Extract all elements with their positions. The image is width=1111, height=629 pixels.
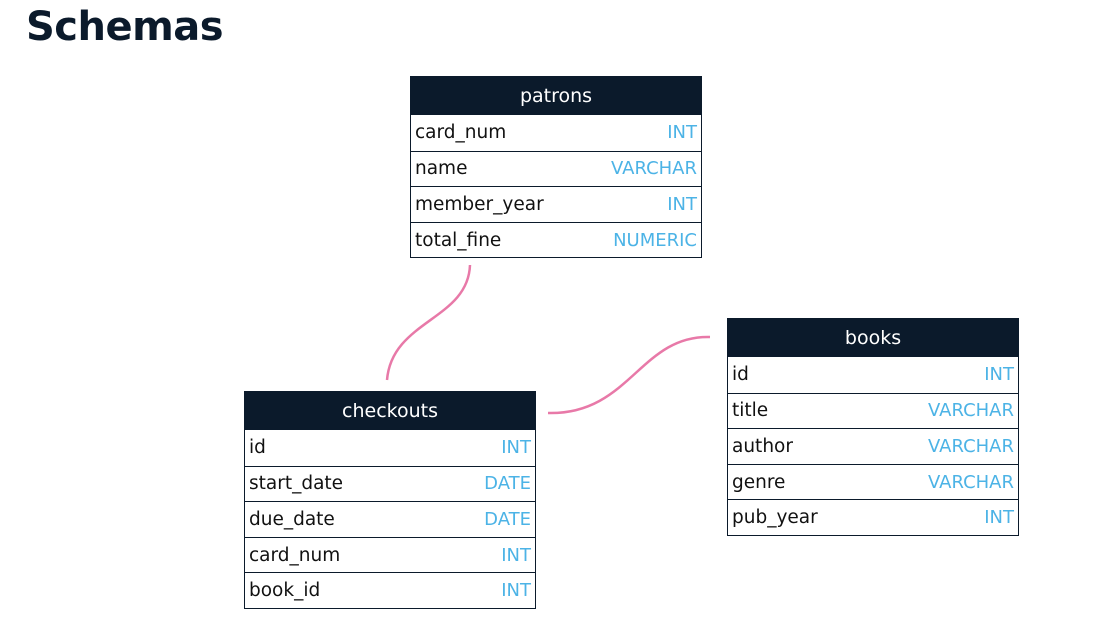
column-name: genre: [732, 471, 786, 493]
column-type: INT: [501, 437, 531, 459]
table-row: book_id INT: [245, 572, 535, 608]
column-type: VARCHAR: [927, 471, 1014, 493]
connector-patrons-checkouts: [385, 264, 472, 381]
connector-checkouts-books: [547, 335, 711, 415]
column-type: VARCHAR: [610, 158, 697, 180]
column-type: NUMERIC: [613, 229, 697, 251]
column-type: INT: [667, 193, 697, 215]
column-name: id: [249, 437, 266, 459]
table-row: pub_year INT: [728, 499, 1018, 535]
table-row: id INT: [245, 430, 535, 466]
table-row: name VARCHAR: [411, 150, 701, 187]
column-name: member_year: [415, 193, 544, 215]
column-name: book_id: [249, 580, 321, 602]
column-name: card_num: [415, 122, 507, 144]
column-name: title: [732, 400, 769, 422]
table-row: author VARCHAR: [728, 428, 1018, 464]
column-name: name: [415, 158, 468, 180]
column-type: INT: [667, 122, 697, 144]
column-name: card_num: [249, 544, 341, 566]
table-row: start_date DATE: [245, 465, 535, 502]
table-header: patrons: [411, 77, 701, 115]
table-patrons[interactable]: patrons card_num INT name VARCHAR member…: [410, 76, 702, 259]
column-type: DATE: [484, 473, 531, 495]
table-header: books: [728, 319, 1018, 357]
column-name: start_date: [249, 473, 344, 495]
table-row: title VARCHAR: [728, 392, 1018, 429]
column-type: INT: [501, 544, 531, 566]
column-name: author: [732, 435, 793, 457]
page-title: Schemas: [26, 4, 224, 50]
column-name: due_date: [249, 508, 335, 530]
table-row: due_date DATE: [245, 501, 535, 537]
table-header: checkouts: [245, 392, 535, 430]
column-type: INT: [984, 507, 1014, 529]
table-checkouts[interactable]: checkouts id INT start_date DATE due_dat…: [244, 391, 536, 609]
table-row: card_num INT: [245, 536, 535, 573]
table-row: genre VARCHAR: [728, 463, 1018, 500]
table-row: card_num INT: [411, 115, 701, 151]
column-type: INT: [984, 364, 1014, 386]
table-row: member_year INT: [411, 186, 701, 222]
column-type: VARCHAR: [927, 435, 1014, 457]
column-name: pub_year: [732, 507, 818, 529]
column-type: VARCHAR: [927, 400, 1014, 422]
table-books[interactable]: books id INT title VARCHAR author VARCHA…: [727, 318, 1019, 536]
table-row: id INT: [728, 357, 1018, 393]
column-type: INT: [501, 580, 531, 602]
column-type: DATE: [484, 508, 531, 530]
column-name: id: [732, 364, 749, 386]
column-name: total_fine: [415, 229, 502, 251]
table-row: total_fine NUMERIC: [411, 221, 701, 258]
